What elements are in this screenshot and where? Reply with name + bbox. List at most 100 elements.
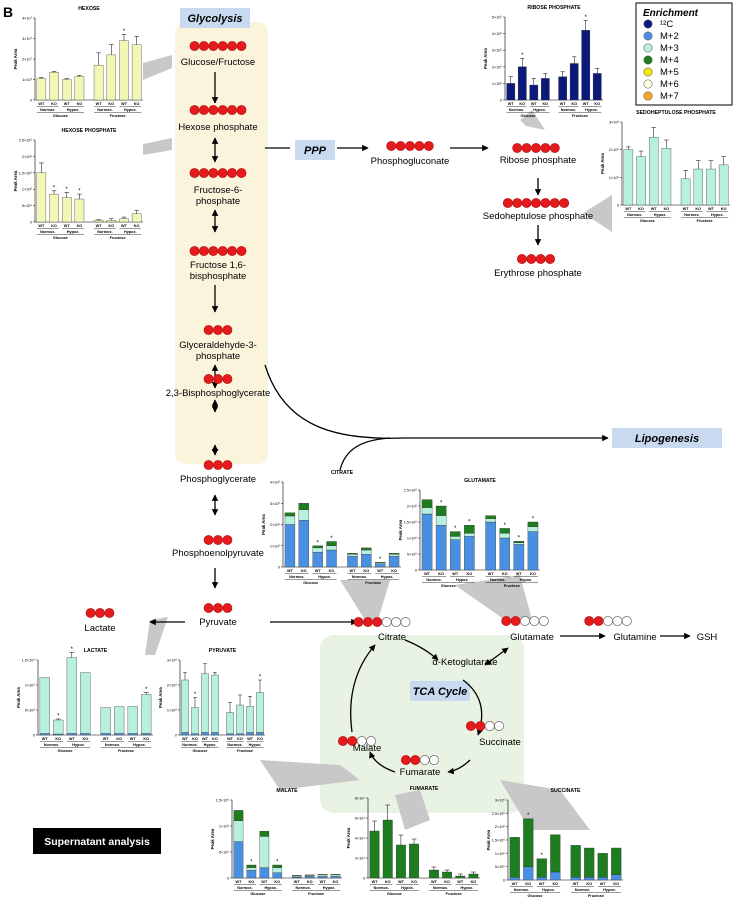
carbon-atom: [362, 617, 373, 627]
carbon-atom: [353, 617, 364, 627]
bar-m7: [706, 168, 716, 206]
bar-m6: [131, 44, 142, 101]
y-tick-label: 2×10⁶: [270, 523, 281, 527]
group-label: Fructose: [110, 114, 126, 118]
carbon-atom: [337, 736, 348, 746]
genotype-label: WT: [202, 737, 209, 741]
significance-star: *: [454, 526, 457, 532]
genotype-label: KO: [51, 102, 57, 106]
bar-m3: [181, 679, 189, 733]
y-tick-label: 5×10⁵: [492, 16, 503, 20]
chart-title: GLUTAMATE: [464, 478, 496, 484]
label-lactate: Lactate: [84, 623, 115, 634]
significance-star: *: [468, 520, 471, 526]
carbon-atom: [213, 374, 223, 384]
significance-star: *: [330, 536, 333, 542]
bar-m3: [527, 526, 539, 532]
bar-m3: [141, 694, 152, 734]
tca-background: [320, 635, 524, 813]
genotype-label: WT: [516, 572, 523, 576]
bar-m4: [584, 847, 595, 878]
bar-m2: [259, 867, 270, 879]
condition-label: Normox.: [575, 888, 590, 892]
carbon-atom: [203, 374, 214, 384]
y-tick-label: 2×10⁶: [495, 825, 506, 829]
genotype-label: WT: [457, 880, 464, 884]
carbon-atom: [410, 755, 421, 765]
bar-m3: [435, 515, 447, 526]
condition-label: Normox.: [97, 230, 112, 234]
genotype-label: WT: [247, 737, 254, 741]
bar-m2: [201, 732, 209, 736]
significance-star: *: [53, 185, 56, 191]
carbon-atom: [189, 105, 200, 115]
bar-m4: [259, 831, 270, 837]
y-tick-label: 0: [500, 99, 502, 103]
group-label: Glucose: [387, 892, 402, 896]
bar-m3: [485, 518, 496, 523]
genotype-label: KO: [466, 572, 472, 576]
bar-m4: [388, 553, 400, 555]
genotype-label: WT: [398, 880, 405, 884]
significance-star: *: [527, 813, 530, 819]
bar-m3: [114, 706, 125, 734]
bar-m2: [304, 876, 315, 879]
ppp-label: PPP: [304, 145, 327, 157]
legend-label: M+2: [660, 31, 679, 42]
carbon-atom: [189, 168, 200, 178]
legend-title: Enrichment: [643, 8, 699, 19]
condition-label: Normox.: [296, 886, 311, 890]
genotype-label: WT: [64, 102, 71, 106]
y-tick-label: 3×10⁶: [270, 502, 281, 506]
condition-label: Hypox.: [542, 888, 555, 892]
y-tick-label: 4×10⁶: [270, 481, 281, 485]
group-label: Fructose: [308, 892, 324, 896]
carbon-atom: [208, 246, 219, 256]
legend-swatch: [643, 43, 653, 53]
y-tick-label: 1×10⁶: [22, 188, 33, 192]
y-tick-label: 4×10⁵: [492, 32, 503, 36]
chart-glutamate: GLUTAMATE05×10⁵1×10⁶1.5×10⁶2×10⁶2.5×10⁶P…: [398, 478, 540, 588]
genotype-label: WT: [287, 569, 294, 573]
genotype-label: KO: [77, 102, 83, 106]
chart-title: PYRUVATE: [209, 648, 237, 654]
legend-label: M+5: [660, 67, 679, 78]
significance-star: *: [123, 29, 126, 35]
genotype-label: WT: [350, 569, 357, 573]
supernatant-label-box: [33, 828, 161, 854]
condition-label: Hypox.: [124, 230, 137, 234]
carbon-atom: [213, 325, 223, 335]
bar-m4: [246, 864, 257, 868]
y-axis-label: Peak Area: [483, 48, 488, 69]
group-label: Glucose: [250, 892, 265, 896]
chart-title: HEXOSE PHOSPHATE: [62, 128, 117, 134]
group-label: Glucose: [58, 749, 73, 753]
y-tick-label: 3×10⁶: [609, 121, 620, 125]
carbon-atom: [208, 105, 219, 115]
bar-m7: [648, 137, 659, 206]
tca-box: TCA Cycle: [410, 681, 470, 701]
carbon-atom: [549, 143, 560, 153]
y-tick-label: 0: [503, 879, 505, 883]
y-tick-label: 5×10⁵: [22, 204, 33, 208]
condition-label: Normox.: [373, 886, 388, 890]
y-tick-label: 5×10⁵: [219, 851, 230, 855]
genotype-label: WT: [38, 102, 45, 106]
carbon-atom: [521, 198, 532, 208]
genotype-label: KO: [108, 224, 114, 228]
condition-label: Normox.: [44, 743, 59, 747]
genotype-label: WT: [121, 224, 128, 228]
bar-c: [517, 66, 527, 101]
bar-m3: [361, 549, 372, 555]
carbon-atom: [531, 198, 541, 208]
bar-m4: [523, 818, 534, 867]
carbon-atom: [213, 603, 223, 613]
genotype-label: WT: [261, 880, 268, 884]
significance-star: *: [194, 692, 197, 698]
y-tick-label: 6×10⁴: [355, 817, 366, 821]
bar-m2: [347, 556, 358, 568]
y-tick-label: 1.5×10⁹: [22, 659, 36, 663]
bar-c: [529, 84, 539, 101]
carbon-atom: [512, 143, 523, 153]
